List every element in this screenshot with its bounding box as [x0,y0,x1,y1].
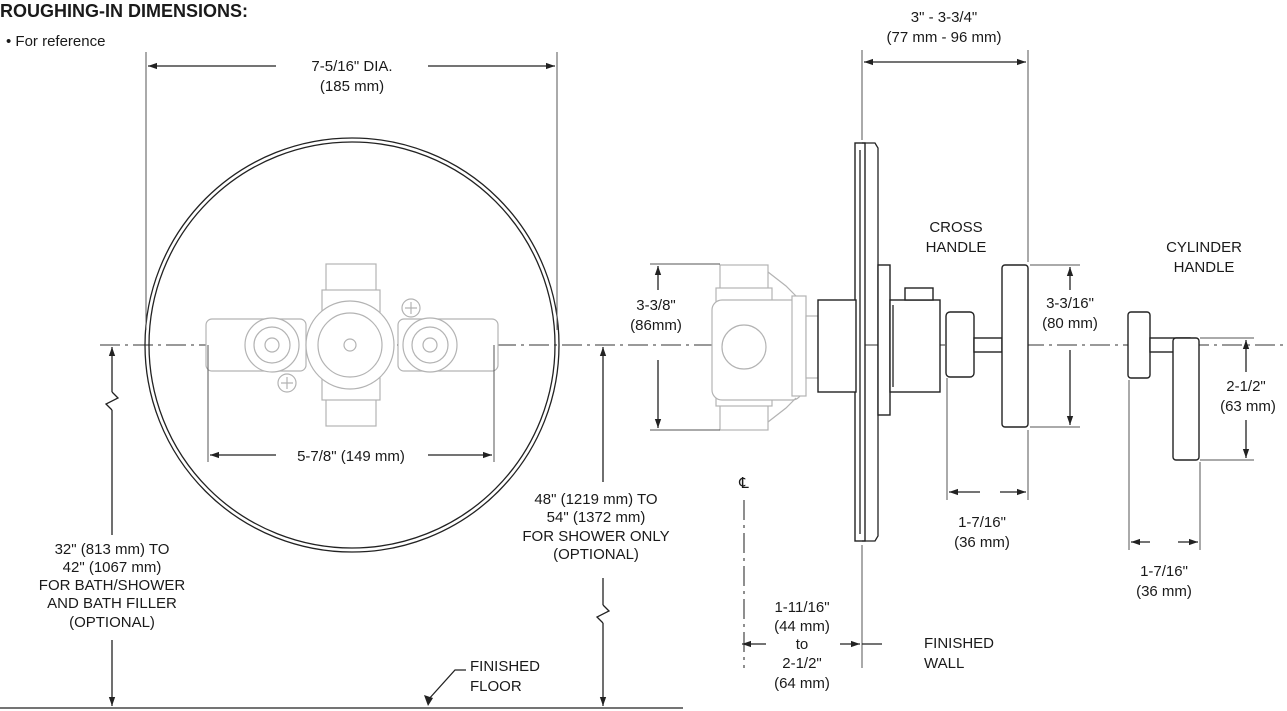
cross-height-label-2: (80 mm) [1042,315,1098,332]
escutcheon-plate [144,137,560,553]
cylinder-handle: CYLINDER HANDLE [1127,239,1242,461]
inlet-spacing-dim: 5-7/8" (149 mm) [207,345,495,465]
shower-height-label-1: 48" (1219 mm) TO [534,491,657,508]
cross-handle: CROSS HANDLE [926,219,1029,428]
cylinder-height-dim: 2-1/2" (63 mm) [1200,337,1276,461]
finished-wall-label-2: WALL [924,655,964,672]
valve-body-front [205,263,499,427]
bath-height-dim: 32" (813 mm) TO 42" (1067 mm) FOR BATH/S… [39,347,186,706]
cross-handle-label-2: HANDLE [926,239,987,256]
valve-height-label-2: (86mm) [630,317,682,334]
finished-floor: FINISHED FLOOR [0,658,683,709]
shower-height-label-2: 54" (1372 mm) [547,509,646,526]
centerline-symbol: ℄ [738,475,749,492]
valve-height-label-1: 3-3/8" [636,297,676,314]
wall-depth-label-4: 2-1/2" [782,655,822,672]
reference-note: • For reference [6,33,105,50]
shower-height-label-3: FOR SHOWER ONLY [522,528,669,545]
cross-height-label-1: 3-3/16" [1046,295,1094,312]
bath-height-label-2: 42" (1067 mm) [63,559,162,576]
finished-floor-label-1: FINISHED [470,658,540,675]
valve-body-side [711,264,819,431]
cylinder-depth-label-2: (36 mm) [1136,583,1192,600]
cylinder-depth-label-1: 1-7/16" [1140,563,1188,580]
escutcheon-plate-side [854,142,879,542]
wall-depth-label-3: to [796,636,809,653]
cylinder-height-label-1: 2-1/2" [1226,378,1266,395]
bath-height-label-5: (OPTIONAL) [69,614,155,631]
cross-depth-dim: 1-7/16" (36 mm) [946,378,1029,551]
cylinder-height-label-2: (63 mm) [1220,398,1276,415]
bath-height-label-4: AND BATH FILLER [47,595,177,612]
valve-height-dim: 3-3/8" (86mm) [630,263,720,431]
finished-wall-label-1: FINISHED [924,635,994,652]
escutcheon-dia-mm: (185 mm) [320,78,384,95]
trim-projection-label-1: 3" - 3-3/4" [911,9,978,26]
trim-projection-dim: 3" - 3-3/4" (77 mm - 96 mm) [861,9,1029,262]
shower-height-label-4: (OPTIONAL) [553,546,639,563]
cylinder-handle-label-2: HANDLE [1174,259,1235,276]
cross-depth-label-2: (36 mm) [954,534,1010,551]
bath-height-label-3: FOR BATH/SHOWER [39,577,186,594]
section-heading: ROUGHING-IN DIMENSIONS: [0,1,248,21]
trim-hub [817,264,941,416]
cross-height-dim: 3-3/16" (80 mm) [1030,264,1098,428]
escutcheon-diameter-dim: 7-5/16" DIA. (185 mm) [145,52,558,330]
cross-handle-label-1: CROSS [929,219,982,236]
wall-depth-dim: 1-11/16" (44 mm) to 2-1/2" (64 mm) [742,545,882,692]
inlet-spacing-label: 5-7/8" (149 mm) [297,448,405,465]
wall-depth-label-5: (64 mm) [774,675,830,692]
escutcheon-dia-label: 7-5/16" DIA. [311,58,392,75]
finished-wall: FINISHED WALL [924,635,994,672]
wall-depth-label-1: 1-11/16" [774,599,829,616]
trim-projection-label-2: (77 mm - 96 mm) [886,29,1001,46]
bath-height-label-1: 32" (813 mm) TO [55,541,170,558]
shower-height-dim: 48" (1219 mm) TO 54" (1372 mm) FOR SHOWE… [522,347,670,706]
cross-depth-label-1: 1-7/16" [958,514,1006,531]
finished-floor-label-2: FLOOR [470,678,522,695]
cylinder-handle-label-1: CYLINDER [1166,239,1242,256]
wall-depth-label-2: (44 mm) [774,618,830,635]
cylinder-depth-dim: 1-7/16" (36 mm) [1128,380,1201,600]
